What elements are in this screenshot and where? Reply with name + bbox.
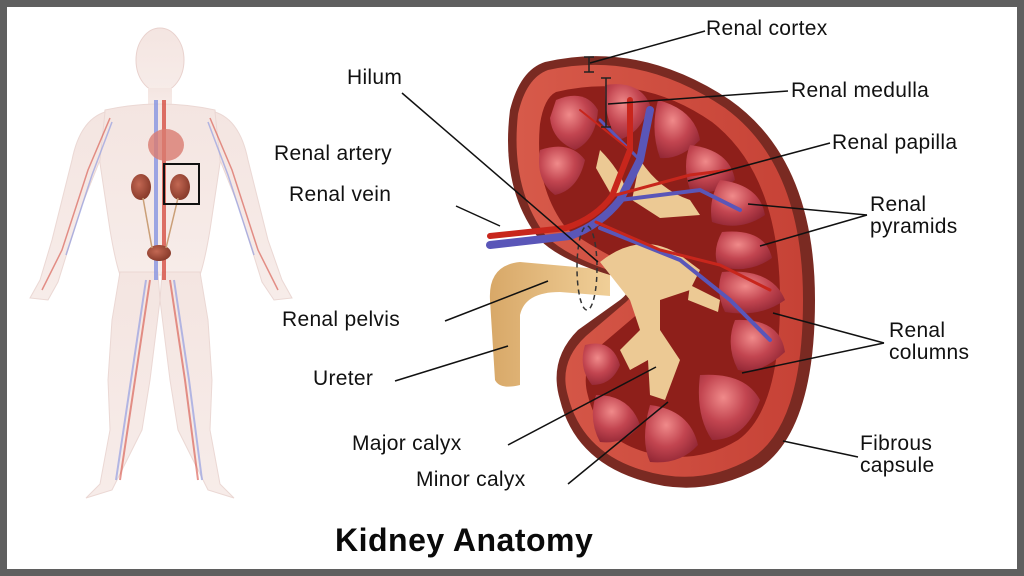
label-hilum: Hilum	[347, 66, 403, 89]
kidney-highlight-box	[163, 163, 200, 205]
renal-pyramids	[539, 84, 785, 463]
label-renal-columns: Renal columns	[889, 320, 969, 364]
label-fibrous-capsule-line1: Fibrous	[860, 432, 933, 455]
renal-vessels	[486, 97, 772, 342]
label-renal-columns-line2: columns	[889, 341, 970, 364]
leader-lines	[394, 30, 885, 485]
label-fibrous-capsule: Fibrous capsule	[860, 433, 934, 477]
label-renal-pyramids-line1: Renal	[870, 193, 927, 216]
kidney-cross-section	[394, 30, 885, 488]
label-fibrous-capsule-line2: capsule	[860, 454, 935, 477]
diagram-frame: Renal cortex Renal medulla Renal papilla…	[7, 7, 1017, 569]
human-body-icon	[29, 27, 293, 499]
label-renal-vein: Renal vein	[289, 183, 392, 206]
label-renal-pelvis: Renal pelvis	[282, 308, 400, 331]
ureter-shape	[489, 262, 610, 387]
hilum-outline	[576, 225, 598, 311]
label-minor-calyx: Minor calyx	[416, 468, 526, 491]
label-renal-pyramids: Renal pyramids	[870, 194, 958, 238]
label-renal-cortex: Renal cortex	[706, 17, 828, 40]
label-ureter: Ureter	[313, 367, 374, 390]
label-major-calyx: Major calyx	[352, 432, 462, 455]
label-renal-papilla: Renal papilla	[832, 131, 958, 154]
diagram-title: Kidney Anatomy	[335, 522, 594, 558]
label-renal-artery: Renal artery	[274, 142, 392, 165]
label-renal-pyramids-line2: pyramids	[870, 215, 958, 238]
label-renal-columns-line1: Renal	[889, 319, 946, 342]
diagram-canvas: Renal cortex Renal medulla Renal papilla…	[7, 7, 1017, 569]
measurement-brackets	[584, 56, 611, 128]
label-renal-medulla: Renal medulla	[791, 79, 930, 102]
